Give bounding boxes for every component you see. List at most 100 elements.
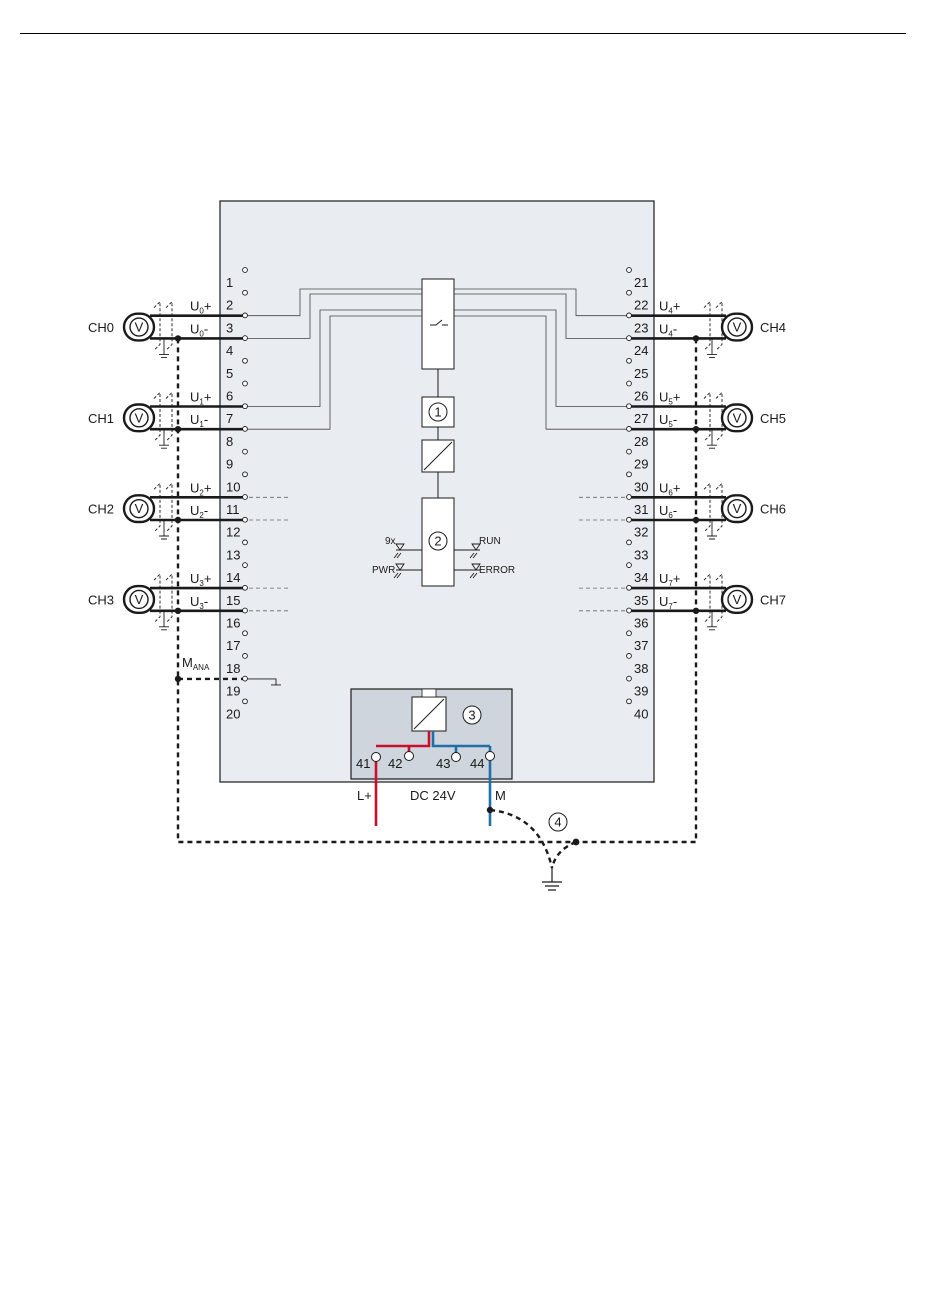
terminal-32-number: 32 bbox=[634, 525, 648, 540]
ch0-voltmeter-symbol: V bbox=[135, 320, 144, 335]
multiplexer-block bbox=[422, 279, 454, 369]
terminal-5-number: 5 bbox=[226, 366, 233, 381]
terminal-13-number: 13 bbox=[226, 547, 240, 562]
terminal-19-contact bbox=[243, 676, 248, 681]
terminal-17-number: 17 bbox=[226, 638, 240, 653]
pwr-led-label: PWR bbox=[372, 565, 395, 576]
ch5-label: CH5 bbox=[760, 411, 786, 426]
power-terminal-44-contact bbox=[486, 752, 495, 761]
ch3-minus-label: U3- bbox=[190, 594, 208, 611]
terminal-6-contact bbox=[243, 381, 248, 386]
callout-3-number: 3 bbox=[468, 708, 475, 723]
ch4-voltmeter-symbol: V bbox=[733, 320, 742, 335]
terminal-10-number: 10 bbox=[226, 479, 240, 494]
terminal-31-number: 31 bbox=[634, 502, 648, 517]
terminal-38-number: 38 bbox=[634, 661, 648, 676]
terminal-7-contact bbox=[243, 404, 248, 409]
m-to-earth-wire bbox=[490, 810, 552, 868]
ch0-plus-label: U0+ bbox=[190, 299, 211, 316]
terminal-40-number: 40 bbox=[634, 706, 648, 721]
ch4-minus-junction bbox=[693, 335, 699, 341]
terminal-21-contact bbox=[627, 268, 632, 273]
terminal-37-contact bbox=[627, 631, 632, 636]
terminal-29-contact bbox=[627, 449, 632, 454]
terminal-7-number: 7 bbox=[226, 411, 233, 426]
power-terminal-42-number: 42 bbox=[388, 756, 402, 771]
ch7-minus-junction bbox=[693, 608, 699, 614]
callout-1-number: 1 bbox=[434, 405, 441, 420]
lplus-label: L+ bbox=[357, 788, 372, 803]
error-led-label: ERROR bbox=[479, 565, 515, 576]
ch0-minus-label: U0- bbox=[190, 321, 208, 338]
terminal-26-number: 26 bbox=[634, 389, 648, 404]
power-terminal-41-contact bbox=[372, 753, 381, 762]
terminal-35-contact bbox=[627, 585, 632, 590]
ch3-plus-label: U3+ bbox=[190, 571, 211, 588]
power-terminal-43-contact bbox=[452, 753, 461, 762]
ch1-voltmeter-symbol: V bbox=[135, 410, 144, 425]
terminal-30-number: 30 bbox=[634, 479, 648, 494]
shield-to-earth-wire bbox=[552, 842, 576, 868]
ch5-plus-label: U5+ bbox=[659, 390, 680, 407]
terminal-15-contact bbox=[243, 585, 248, 590]
callout-2-number: 2 bbox=[434, 534, 441, 549]
terminal-24-number: 24 bbox=[634, 343, 648, 358]
ch5-voltmeter-symbol: V bbox=[733, 410, 742, 425]
terminal-22-number: 22 bbox=[634, 298, 648, 313]
ch6-shield-ground-icon bbox=[707, 520, 717, 539]
ch7-minus-label: U7- bbox=[659, 594, 677, 611]
callout-4-number: 4 bbox=[554, 815, 561, 830]
terminal-30-contact bbox=[627, 472, 632, 477]
mana-junction bbox=[175, 676, 181, 682]
terminal-13-contact bbox=[243, 540, 248, 545]
terminal-24-contact bbox=[627, 336, 632, 341]
mana-label: MANA bbox=[182, 655, 210, 672]
terminal-11-number: 11 bbox=[226, 502, 240, 517]
terminal-18-number: 18 bbox=[226, 661, 240, 676]
ch0-minus-junction bbox=[175, 335, 181, 341]
ch6-minus-junction bbox=[693, 517, 699, 523]
terminal-28-contact bbox=[627, 427, 632, 432]
terminal-8-number: 8 bbox=[226, 434, 233, 449]
ch7-plus-label: U7+ bbox=[659, 571, 680, 588]
terminal-38-contact bbox=[627, 654, 632, 659]
terminal-22-contact bbox=[627, 290, 632, 295]
terminal-32-contact bbox=[627, 517, 632, 522]
terminal-33-contact bbox=[627, 540, 632, 545]
terminal-12-number: 12 bbox=[226, 525, 240, 540]
ch6-voltmeter-symbol: V bbox=[733, 501, 742, 516]
ch0-shield-ground-icon bbox=[159, 338, 169, 357]
ch6-label: CH6 bbox=[760, 502, 786, 517]
ch3-label: CH3 bbox=[88, 592, 114, 607]
power-terminal-43-number: 43 bbox=[436, 756, 450, 771]
terminal-27-number: 27 bbox=[634, 411, 648, 426]
terminal-29-number: 29 bbox=[634, 457, 648, 472]
terminal-40-contact bbox=[627, 699, 632, 704]
ch4-plus-label: U4+ bbox=[659, 299, 680, 316]
ch5-minus-label: U5- bbox=[659, 412, 677, 429]
ch2-shield-ground-icon bbox=[159, 520, 169, 539]
m-junction bbox=[487, 807, 493, 813]
ch5-minus-junction bbox=[693, 426, 699, 432]
terminal-5-contact bbox=[243, 358, 248, 363]
ch1-minus-label: U1- bbox=[190, 412, 208, 429]
ch4-minus-label: U4- bbox=[659, 321, 677, 338]
ch2-voltmeter-symbol: V bbox=[135, 501, 144, 516]
ch3-voltmeter-symbol: V bbox=[135, 592, 144, 607]
power-terminal-42-contact bbox=[405, 752, 414, 761]
terminal-4-number: 4 bbox=[226, 343, 233, 358]
ch7-label: CH7 bbox=[760, 592, 786, 607]
ch0-label: CH0 bbox=[88, 320, 114, 335]
terminal-14-number: 14 bbox=[226, 570, 240, 585]
terminal-36-number: 36 bbox=[634, 616, 648, 631]
ch7-voltmeter-symbol: V bbox=[733, 592, 742, 607]
terminal-18-contact bbox=[243, 654, 248, 659]
ch6-cable-shield bbox=[704, 483, 710, 532]
terminal-37-number: 37 bbox=[634, 638, 648, 653]
terminal-1-contact bbox=[243, 268, 248, 273]
terminal-2-contact bbox=[243, 290, 248, 295]
terminal-12-contact bbox=[243, 517, 248, 522]
terminal-16-contact bbox=[243, 608, 248, 613]
ch4-shield-ground-icon bbox=[707, 338, 717, 357]
